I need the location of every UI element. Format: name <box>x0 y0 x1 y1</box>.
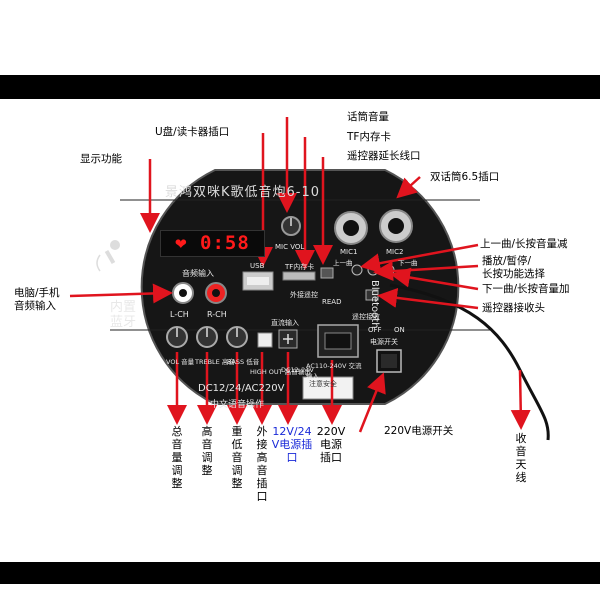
play-pause-button <box>367 264 379 276</box>
vol-label: VOL 音量 <box>166 358 195 366</box>
internal-bt-label: 内置蓝牙 <box>110 300 137 330</box>
supply-spec-label: DC12/24/AC220V <box>198 383 285 394</box>
bass-label: BASS 低音 <box>227 358 260 366</box>
high-out-connector <box>257 332 273 348</box>
label-usb: U盘/读卡器插口 <box>155 126 230 138</box>
prev-board-label: 上一曲 <box>333 259 353 267</box>
rch-label: R-CH <box>207 310 227 319</box>
safety-sticker <box>302 376 354 400</box>
board-brand-title: 景鸿双咪K歌低音炮6-10 <box>165 185 321 200</box>
power-switch-label: 电源开关 <box>370 338 398 346</box>
treble-label: TREBLE 高音 <box>195 358 235 366</box>
microphone-icon <box>96 240 120 272</box>
label-display: 显示功能 <box>80 153 122 165</box>
rca-left-jack <box>172 282 194 304</box>
bottom-black-band <box>0 562 600 584</box>
bass-knob <box>226 326 248 348</box>
amplifier-board <box>140 169 460 405</box>
ext-remote-label: 外接遥控 <box>290 291 318 299</box>
rca-right-jack <box>205 282 227 304</box>
tf-label: TF内存卡 <box>285 263 315 271</box>
mic-vol-label: MIC VOL <box>275 243 305 251</box>
mount-hole-right <box>491 281 509 299</box>
antenna-wire <box>389 283 550 441</box>
label-dc-power: 12V/24V电源插口 <box>271 425 313 464</box>
mic1-jack <box>334 211 368 245</box>
read-label: READ <box>322 298 342 306</box>
on-label: ON <box>394 326 405 334</box>
safety-sticker-label: 注意安全 <box>309 380 337 388</box>
label-treble: 高音调整 <box>201 425 213 477</box>
remote-extension-port <box>320 267 334 279</box>
audio-in-label: 音频输入 <box>182 269 214 278</box>
label-high-out: 外接高音插口 <box>256 425 268 503</box>
label-mic-volume: 话筒音量 <box>347 111 389 123</box>
label-remote-rx: 遥控器接收头 <box>482 302 545 314</box>
usb-label: USB <box>250 262 265 270</box>
label-prev: 上一曲/长按音量减 <box>480 238 568 250</box>
ac-in-label: AC110-240V 交流输入 <box>306 362 362 380</box>
dc-spec-label: DC12-24V <box>281 366 314 374</box>
mic2-label: MIC2 <box>386 248 404 256</box>
off-label: OFF <box>368 326 382 334</box>
treble-knob <box>196 326 218 348</box>
label-bass: 重低音调整 <box>231 425 243 490</box>
label-play-pause: 播放/暂停/ 长按功能选择 <box>482 255 545 280</box>
mic1-label: MIC1 <box>340 248 358 256</box>
bluetooth-label: Bluetooth <box>369 280 380 329</box>
prev-button <box>351 264 363 276</box>
led-display: ❤ 0:58 <box>160 230 265 257</box>
voice-label: 中文语音操作 <box>210 400 265 410</box>
callout-arrows <box>69 117 531 433</box>
label-power-switch: 220V电源开关 <box>384 425 454 437</box>
tf-card-slot <box>282 271 316 281</box>
volume-knob <box>166 326 188 348</box>
label-ac-power: 220V电源插口 <box>316 425 346 464</box>
label-tf-card: TF内存卡 <box>347 131 391 143</box>
label-dual-mic: 双话筒6.5插口 <box>430 171 500 183</box>
next-board-label: 下一曲 <box>398 259 418 267</box>
label-remote-ext: 遥控器延长线口 <box>347 150 421 162</box>
label-next: 下一曲/长按音量加 <box>482 283 570 295</box>
lch-label: L-CH <box>170 310 189 319</box>
label-antenna: 收音天线 <box>515 432 527 484</box>
top-black-band <box>0 75 600 99</box>
remote-rx-label: 遥控接收 <box>352 313 380 321</box>
mic2-jack <box>379 209 413 243</box>
label-volume: 总音量调整 <box>171 425 183 490</box>
high-out-label: HIGH OUT 高音输出 <box>250 368 311 376</box>
label-pc-input: 电脑/手机 音频输入 <box>14 287 60 312</box>
dc-in-label: 直流输入 <box>271 319 299 327</box>
